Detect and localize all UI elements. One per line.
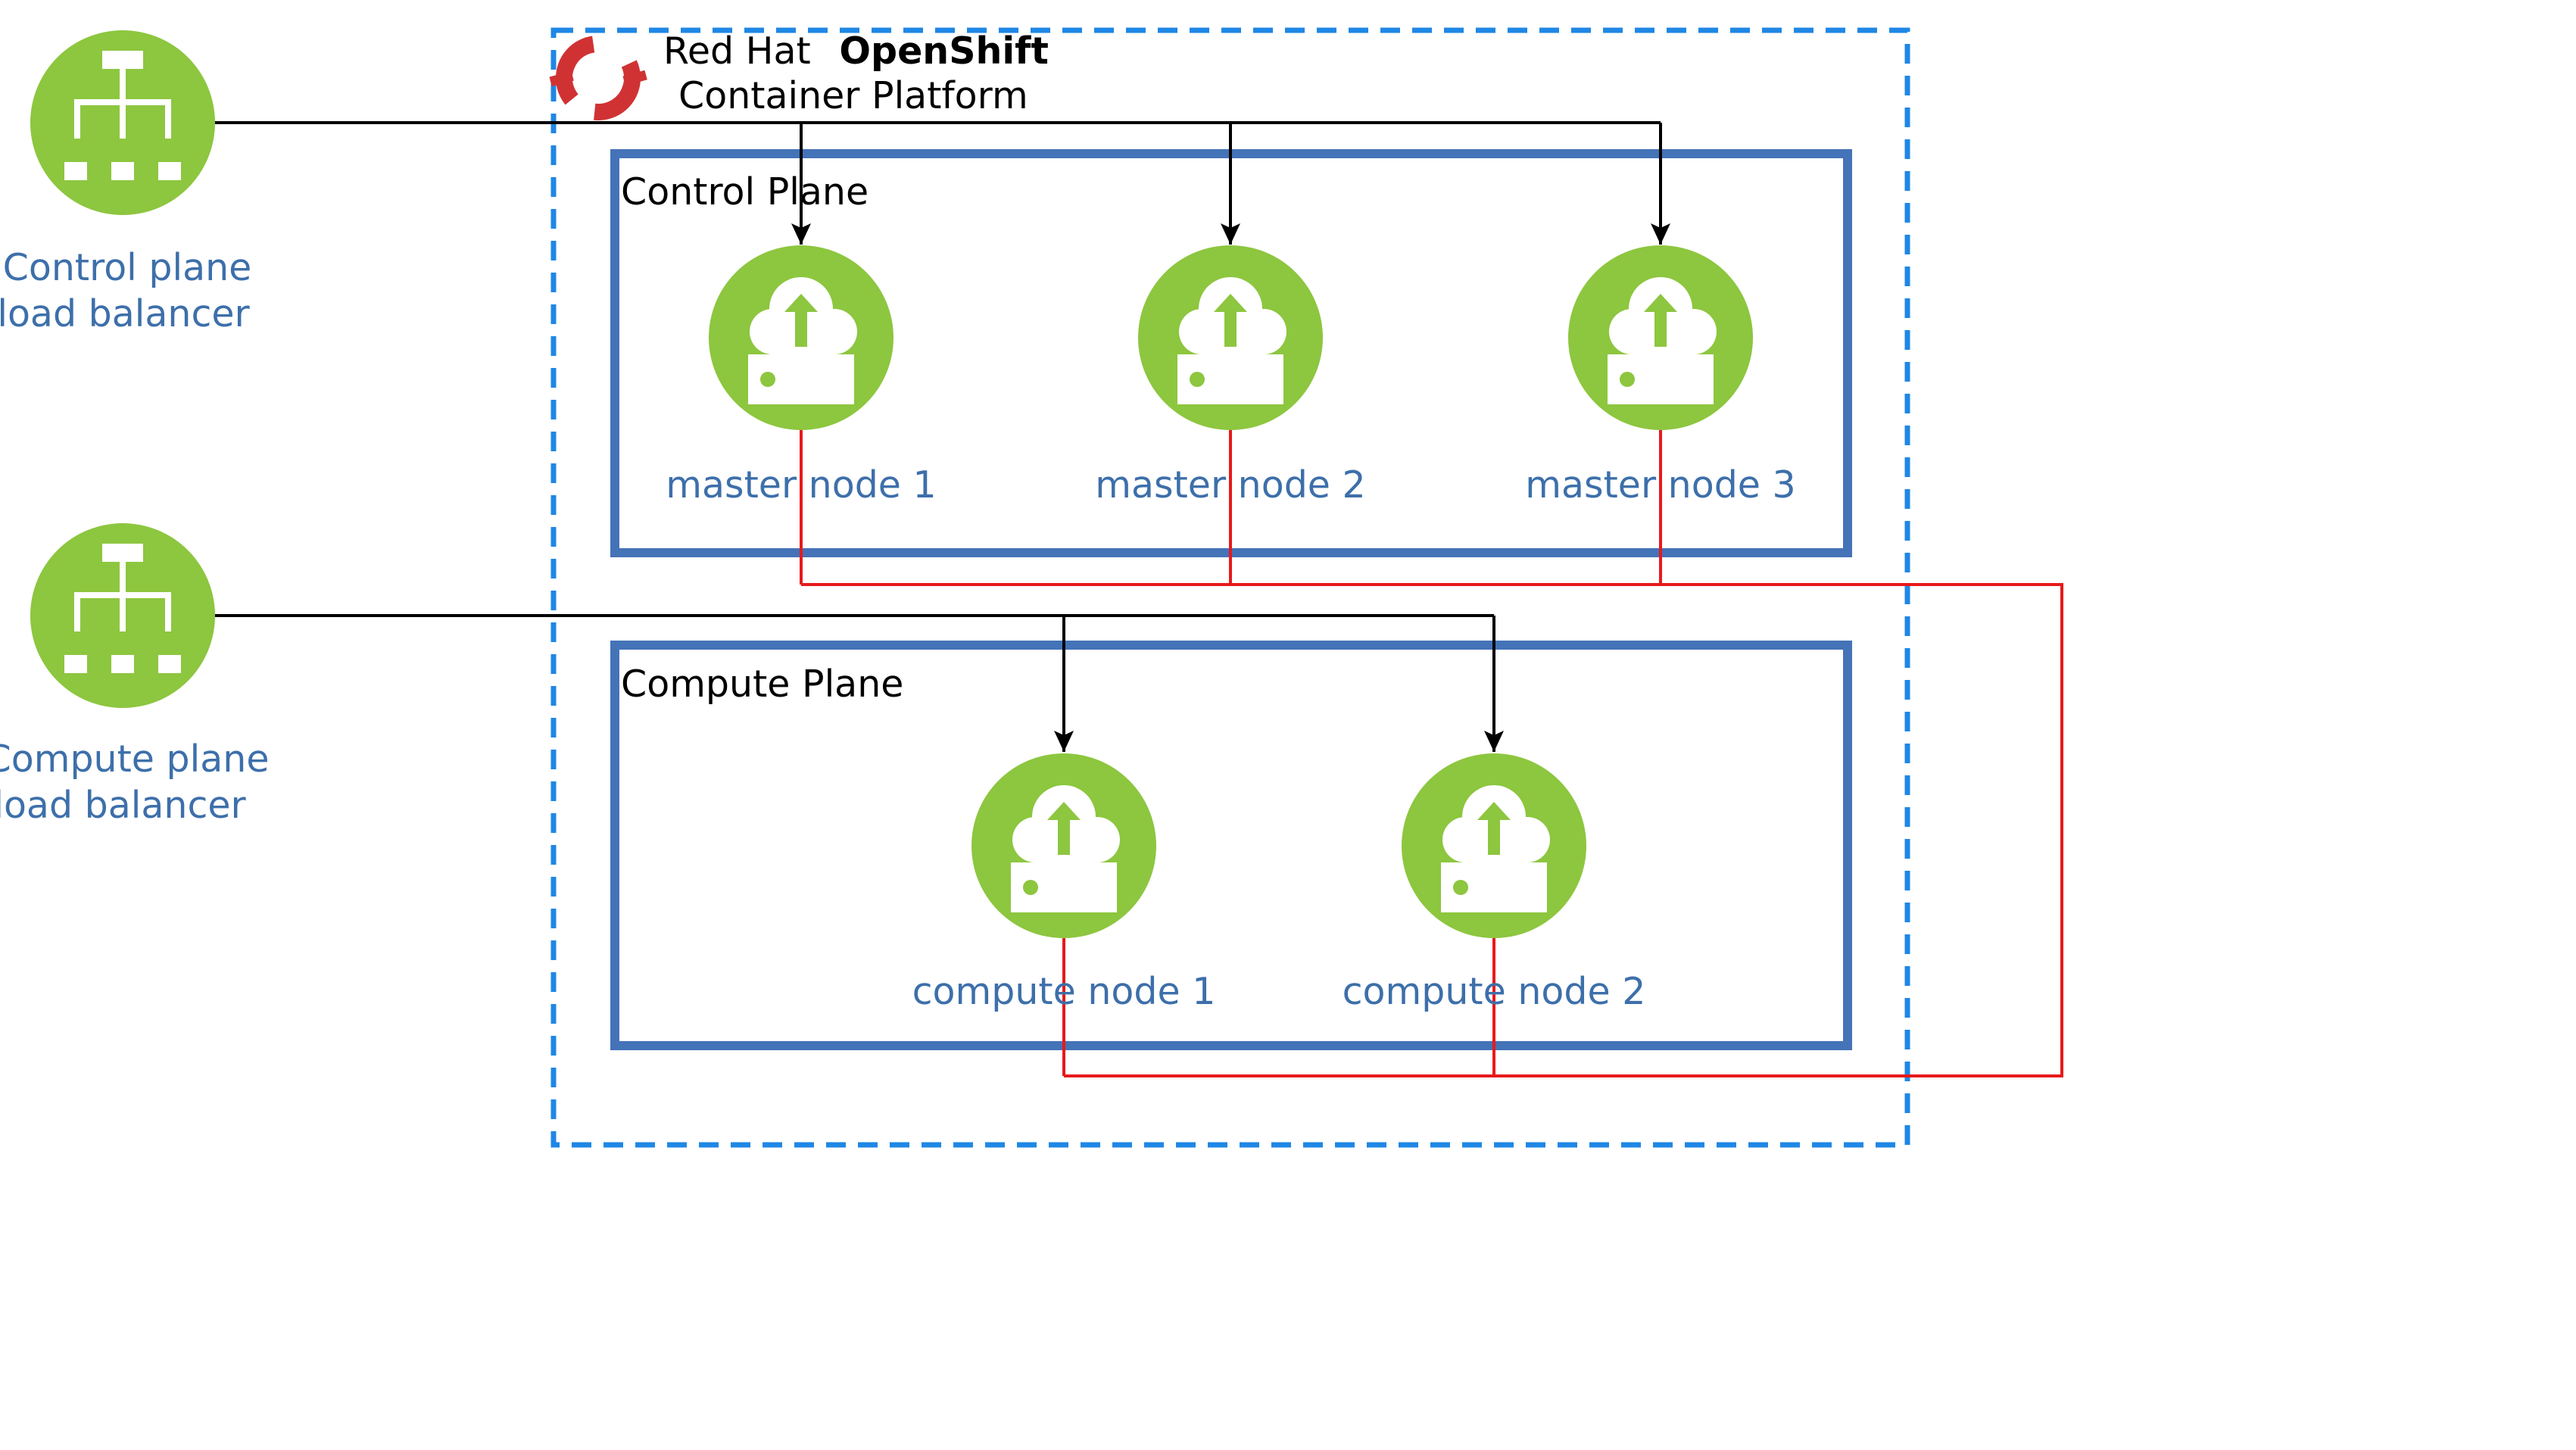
cloud-server-node-icon — [1138, 245, 1323, 430]
compute-lb-label-line1: Compute plane — [0, 737, 269, 781]
compute-node-group: compute node 1 compute node 2 — [912, 753, 1646, 1013]
compute-plane-load-balancer[interactable]: Compute plane load balancer — [0, 523, 269, 827]
load-balancer-icon — [30, 30, 215, 215]
compute-node-2[interactable]: compute node 2 — [1343, 753, 1646, 1013]
master-node-label: master node 3 — [1525, 463, 1795, 507]
control-plane-lb-links — [214, 121, 1670, 245]
master-node-label: master node 2 — [1095, 463, 1365, 507]
cloud-server-node-icon — [971, 753, 1156, 938]
brand-openshift: OpenShift — [839, 30, 1049, 73]
control-plane-load-balancer[interactable]: Control plane load balancer — [0, 30, 251, 335]
master-node-2[interactable]: master node 2 — [1095, 245, 1366, 507]
openshift-logo-icon — [549, 36, 647, 120]
master-node-group: master node 1 master node 2 master node 3 — [666, 245, 1796, 507]
master-node-3[interactable]: master node 3 — [1525, 245, 1796, 507]
compute-node-1[interactable]: compute node 1 — [912, 753, 1216, 1013]
compute-lb-label-line2: load balancer — [0, 784, 247, 827]
load-balancer-icon — [30, 523, 215, 708]
cloud-server-node-icon — [1402, 753, 1586, 938]
internal-link-master-bus — [801, 583, 2063, 1077]
control-lb-label-line2: load balancer — [0, 292, 251, 335]
cloud-server-node-icon — [709, 245, 893, 430]
master-node-label: master node 1 — [666, 463, 936, 507]
master-node-1[interactable]: master node 1 — [666, 245, 937, 507]
openshift-cluster-boundary — [550, 27, 1910, 1148]
cloud-server-node-icon — [1568, 245, 1753, 430]
brand-title: Red Hat OpenShift — [663, 30, 1049, 73]
compute-plane-box — [610, 641, 1852, 1050]
control-plane-title: Control Plane — [621, 170, 869, 214]
brand-subtitle: Container Platform — [678, 74, 1028, 117]
compute-node-label: compute node 2 — [1343, 970, 1646, 1013]
brand-red-hat: Red Hat — [663, 30, 811, 73]
compute-plane-lb-links — [214, 614, 1504, 752]
compute-plane-title: Compute Plane — [621, 663, 903, 706]
internal-network-links — [800, 428, 2063, 1077]
compute-node-label: compute node 1 — [912, 970, 1216, 1013]
control-lb-label-line1: Control plane — [3, 246, 252, 289]
